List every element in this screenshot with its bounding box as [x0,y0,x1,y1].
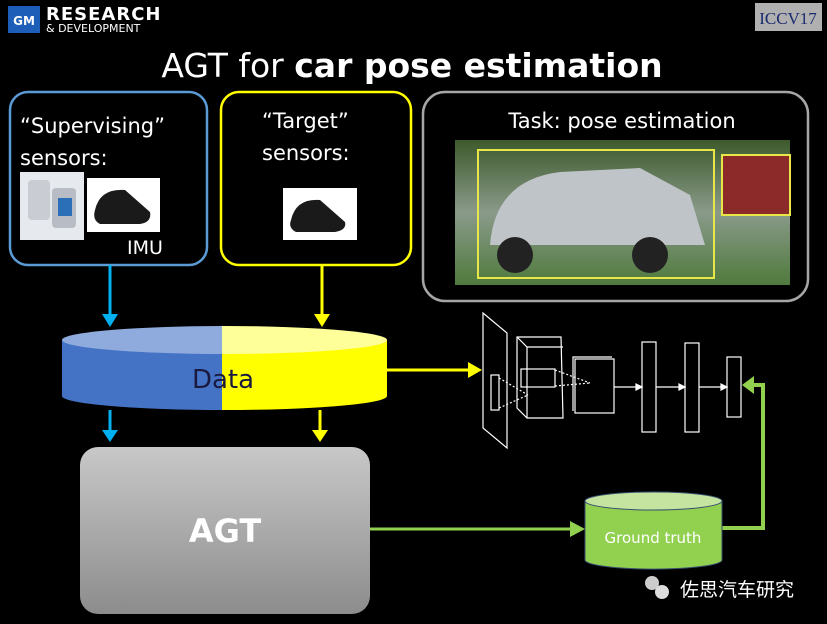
title-prefix: AGT for [161,46,294,85]
input-plane [482,311,508,450]
gm-logo-text: GM [13,14,35,28]
wechat-icon [645,576,659,590]
agt-block: AGT [80,447,370,614]
conv-volume-2 [574,358,615,414]
fc-layer-2 [684,342,700,433]
output-layer [726,356,742,418]
target-imu-image [283,188,357,240]
arrows-to-agt [102,362,482,442]
target-label: “Target” [262,109,349,133]
conv-volume-1 [516,336,564,419]
receptive-field [490,374,500,411]
agt-label: AGT [189,512,261,550]
ground-truth-label: Ground truth [605,529,702,547]
title-bold: car pose estimation [294,46,662,85]
car-photo [455,140,791,285]
gm-logo: GM RESEARCH & DEVELOPMENT [8,4,161,35]
logo-research: RESEARCH [46,4,161,25]
ground-truth-cylinder: Ground truth [584,491,723,570]
conv-kernel [520,368,556,388]
target-sensors-box: “Target” sensors: [219,90,413,267]
iccv-logo-text: ICCV17 [759,9,817,28]
logo-development: & DEVELOPMENT [46,22,141,35]
imu-image [87,178,160,232]
watermark: 佐思汽车研究 [645,576,794,601]
data-store-cylinder: Data [62,326,387,411]
imu-label: IMU [127,237,163,259]
fc-layer-1 [641,341,657,433]
supervising-label: “Supervising” [20,114,165,138]
data-label: Data [192,365,254,395]
ground-truth-flow [370,376,765,537]
watermark-text: 佐思汽车研究 [680,579,794,601]
arrows-to-data [102,265,330,327]
iccv-logo: ICCV17 [755,3,822,31]
supervising-sensors-box: “Supervising” sensors: IMU [8,90,209,267]
neural-network-diagram [482,311,742,450]
task-label: Task: pose estimation [507,109,735,133]
page-title: AGT for car pose estimation [161,46,662,85]
supervising-sensors-label: sensors: [20,146,108,170]
task-box: Task: pose estimation [421,90,810,303]
lidar-image [20,172,84,240]
target-sensors-label: sensors: [262,141,350,165]
